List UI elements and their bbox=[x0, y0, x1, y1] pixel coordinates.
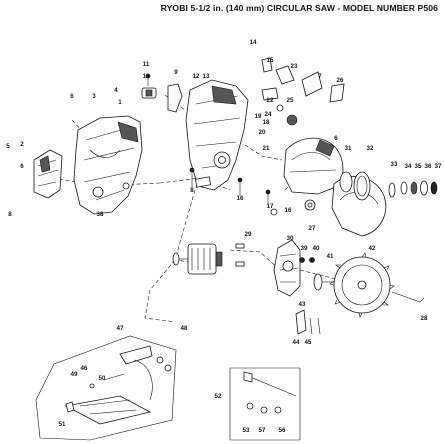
center-housing bbox=[185, 79, 249, 191]
callout-10: 10 bbox=[143, 73, 150, 80]
callout-44: 44 bbox=[293, 339, 300, 346]
callout-13: 13 bbox=[203, 73, 210, 80]
lower-guard bbox=[331, 171, 387, 237]
callout-23: 23 bbox=[291, 63, 298, 70]
callout-27: 27 bbox=[309, 225, 316, 232]
callout-45: 45 bbox=[305, 339, 312, 346]
callout-47: 47 bbox=[117, 325, 124, 332]
retaining-ring bbox=[353, 171, 371, 201]
callout-30: 30 bbox=[287, 235, 294, 242]
callout-14: 14 bbox=[250, 39, 257, 46]
callout-21: 21 bbox=[263, 145, 270, 152]
callout-25: 25 bbox=[287, 97, 294, 104]
callout-26: 26 bbox=[337, 77, 344, 84]
callout-39: 39 bbox=[301, 245, 308, 252]
callout-50: 50 bbox=[99, 375, 106, 382]
rip-fence bbox=[243, 371, 297, 414]
callout-3: 3 bbox=[92, 93, 96, 100]
callout-6: 6 bbox=[334, 135, 338, 142]
callout-43: 43 bbox=[299, 301, 306, 308]
callout-53: 53 bbox=[243, 427, 250, 434]
callout-51: 51 bbox=[59, 421, 66, 428]
callout-37: 37 bbox=[435, 163, 442, 170]
callout-9: 9 bbox=[174, 69, 178, 76]
callout-34: 34 bbox=[405, 163, 412, 170]
spindle-washers bbox=[388, 180, 438, 198]
callout-46: 46 bbox=[81, 365, 88, 372]
callout-17: 17 bbox=[267, 203, 274, 210]
callout-16: 16 bbox=[285, 207, 292, 214]
callout-36: 36 bbox=[425, 163, 432, 170]
callout-32: 32 bbox=[367, 145, 374, 152]
motor-armature bbox=[172, 243, 245, 275]
base-plate bbox=[64, 345, 172, 425]
callout-16: 16 bbox=[237, 195, 244, 202]
callout-48: 48 bbox=[181, 325, 188, 332]
callout-38: 38 bbox=[97, 211, 104, 218]
callout-4: 4 bbox=[114, 87, 118, 94]
callout-6: 6 bbox=[70, 93, 74, 100]
callout-35: 35 bbox=[415, 163, 422, 170]
callout-12: 12 bbox=[193, 73, 200, 80]
callout-19: 19 bbox=[255, 113, 262, 120]
screws-center bbox=[189, 167, 316, 216]
motor-housing-left bbox=[73, 115, 143, 215]
callout-57: 57 bbox=[259, 427, 266, 434]
inset-boxes bbox=[35, 335, 301, 441]
gear-housing bbox=[273, 239, 336, 297]
callout-42: 42 bbox=[369, 245, 376, 252]
callout-8: 8 bbox=[190, 187, 194, 194]
callout-1: 1 bbox=[118, 99, 122, 106]
callout-28: 28 bbox=[421, 315, 428, 322]
callout-22: 22 bbox=[267, 97, 274, 104]
callout-52: 52 bbox=[215, 393, 222, 400]
callout-7: 7 bbox=[318, 73, 322, 80]
saw-blade bbox=[329, 252, 395, 318]
callout-8: 8 bbox=[8, 211, 12, 218]
callout-29: 29 bbox=[245, 231, 252, 238]
callout-31: 31 bbox=[345, 145, 352, 152]
callout-15: 15 bbox=[267, 57, 274, 64]
callout-41: 41 bbox=[327, 253, 334, 260]
callout-18: 18 bbox=[263, 119, 270, 126]
callout-56: 56 bbox=[279, 427, 286, 434]
callout-11: 11 bbox=[143, 61, 150, 68]
switch-parts bbox=[141, 73, 183, 113]
callout-2: 2 bbox=[20, 141, 24, 148]
upper-blade-guard bbox=[283, 137, 344, 195]
callout-6: 6 bbox=[20, 163, 24, 170]
small-brackets bbox=[261, 57, 345, 126]
diagram-title: RYOBI 5-1/2 in. (140 mm) CIRCULAR SAW - … bbox=[160, 3, 438, 13]
handle-half bbox=[33, 149, 63, 199]
callout-40: 40 bbox=[313, 245, 320, 252]
callout-24: 24 bbox=[265, 111, 272, 118]
hex-wrench bbox=[391, 291, 425, 303]
callout-33: 33 bbox=[391, 161, 398, 168]
callout-5: 5 bbox=[6, 143, 10, 150]
callout-49: 49 bbox=[71, 371, 78, 378]
callout-20: 20 bbox=[259, 129, 266, 136]
brush-parts bbox=[295, 309, 321, 335]
